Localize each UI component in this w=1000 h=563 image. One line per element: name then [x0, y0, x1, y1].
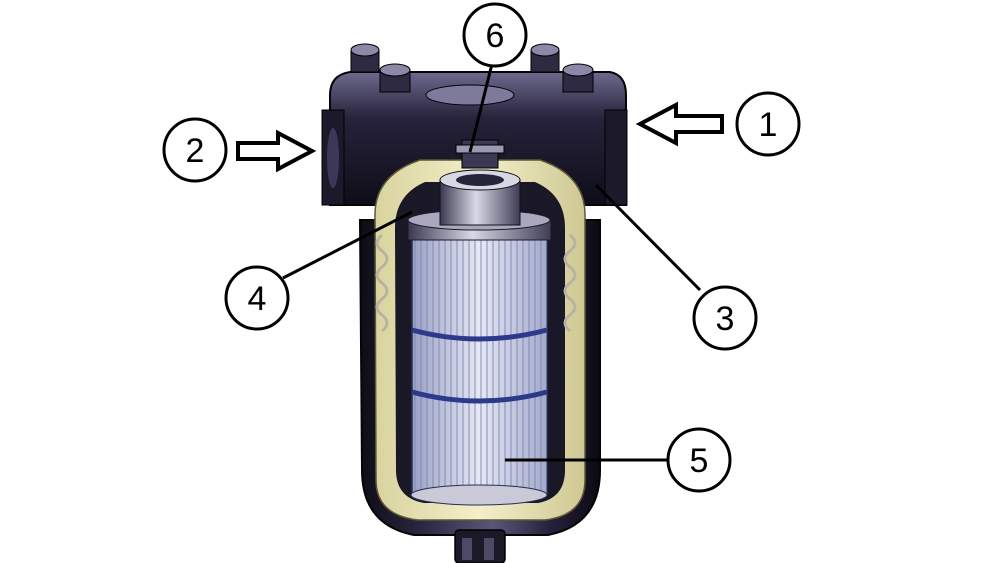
leader-line-3: [594, 183, 702, 292]
callout-6: 6: [462, 2, 528, 68]
bypass-valve: [439, 139, 521, 226]
element-band-2: [411, 389, 548, 404]
port-right: [604, 109, 628, 206]
leader-line-6: [468, 63, 494, 153]
side-springs: [375, 233, 577, 333]
callout-label-2: 2: [186, 132, 205, 170]
element-band-1: [411, 327, 548, 342]
callout-label-4: 4: [248, 280, 267, 318]
callout-4: 4: [224, 265, 290, 331]
inlet-arrow: [236, 129, 317, 173]
callout-label-1: 1: [759, 106, 778, 144]
leader-lines: [282, 63, 702, 462]
callout-label-3: 3: [716, 300, 735, 338]
callout-1: 1: [735, 91, 801, 157]
callout-label-5: 5: [690, 442, 709, 480]
head-bolts: [350, 43, 594, 106]
callout-label-6: 6: [486, 17, 505, 55]
callout-2: 2: [162, 117, 228, 183]
callout-3: 3: [692, 285, 758, 351]
filter-housing: [321, 43, 628, 563]
leader-line-4: [282, 210, 413, 280]
callout-5: 5: [666, 427, 732, 493]
outlet-arrow: [635, 101, 724, 147]
flow-arrows: [236, 101, 724, 173]
